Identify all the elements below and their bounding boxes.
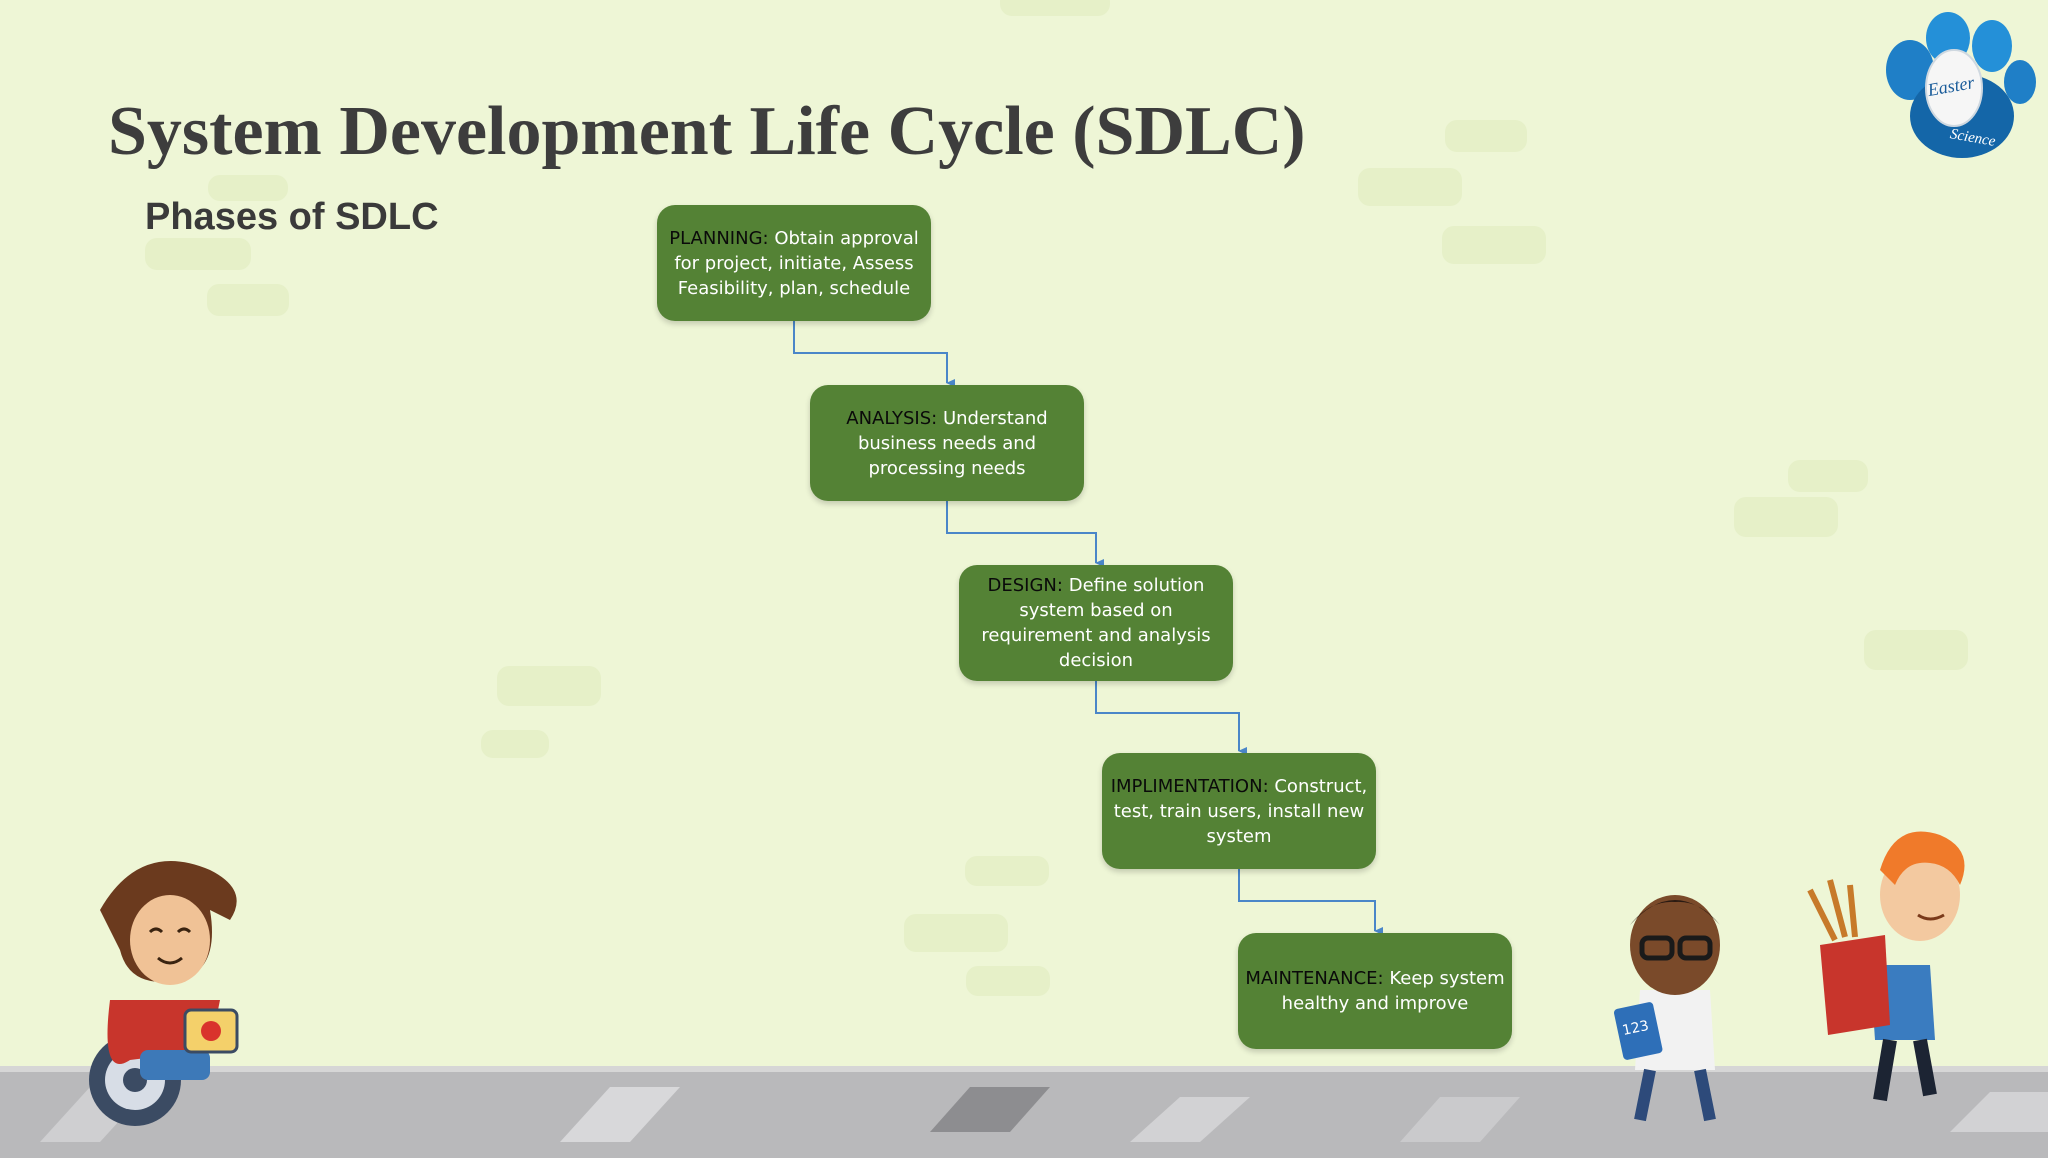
connector-design-implementation	[1095, 681, 1247, 755]
background-brick	[966, 966, 1050, 996]
phase-box-implementation: IMPLIMENTATION: Construct, test, train u…	[1102, 753, 1376, 869]
background-brick	[207, 284, 289, 316]
paw-toe	[1886, 40, 1934, 100]
background-brick	[1734, 497, 1838, 537]
phase-keyword: IMPLIMENTATION	[1110, 775, 1263, 797]
background-brick	[965, 856, 1049, 886]
connector-planning-analysis	[793, 321, 955, 387]
phase-box-analysis: ANALYSIS: Understand business needs and …	[810, 385, 1084, 501]
boy-with-backpack-illustration	[1807, 831, 1965, 1102]
phase-box-planning: PLANNING: Obtain approval for project, i…	[657, 205, 931, 321]
phase-separator: :	[931, 407, 938, 429]
phase-label-maintenance: MAINTENANCE: Keep system healthy and imp…	[1242, 966, 1508, 1016]
book-label: 123	[1621, 1018, 1650, 1039]
boy-with-book-illustration: 123	[1613, 895, 1720, 1122]
background-brick	[481, 730, 549, 758]
phase-keyword: ANALYSIS	[846, 407, 932, 429]
background-brick	[1358, 168, 1462, 206]
girl-wheelchair-illustration	[89, 861, 239, 1126]
phase-keyword: MAINTENANCE	[1245, 968, 1378, 989]
background-brick	[145, 238, 251, 270]
background-brick	[1788, 460, 1868, 492]
phase-description: Keep system healthy and improve	[1281, 968, 1505, 1014]
background-brick	[904, 914, 1008, 952]
paw-toe	[2004, 60, 2036, 104]
phase-separator: :	[1056, 575, 1063, 596]
phase-label-planning: PLANNING: Obtain approval for project, i…	[661, 226, 927, 301]
connector-implementation-maintenance	[1238, 869, 1383, 935]
background-brick	[1445, 120, 1527, 152]
phase-separator: :	[762, 227, 769, 249]
phase-label-analysis: ANALYSIS: Understand business needs and …	[814, 406, 1080, 481]
logo-text-science: Science	[1949, 126, 1997, 150]
slide-subtitle: Phases of SDLC	[145, 196, 439, 238]
connector-analysis-design	[946, 501, 1104, 567]
phase-label-design: DESIGN: Define solution system based on …	[963, 573, 1229, 673]
background-brick	[208, 175, 288, 201]
phase-description: Define solution system based on requirem…	[981, 575, 1211, 671]
phase-separator: :	[1377, 968, 1384, 989]
background-brick	[1442, 226, 1546, 264]
background-brick	[1000, 0, 1110, 16]
phase-box-design: DESIGN: Define solution system based on …	[959, 565, 1233, 681]
phase-keyword: DESIGN	[987, 575, 1057, 596]
phase-separator: :	[1262, 775, 1269, 797]
easter-science-logo: Easter Science	[1886, 12, 2036, 158]
background-brick	[497, 666, 601, 706]
egg-shape	[1925, 49, 1983, 127]
phase-description: Obtain approval for project, initiate, A…	[674, 227, 919, 299]
background-brick	[1864, 630, 1968, 670]
slide-title: System Development Life Cycle (SDLC)	[108, 93, 1306, 170]
phase-description: Construct, test, train users, install ne…	[1113, 775, 1368, 847]
phase-label-implementation: IMPLIMENTATION: Construct, test, train u…	[1106, 774, 1372, 849]
phase-box-maintenance: MAINTENANCE: Keep system healthy and imp…	[1238, 933, 1512, 1049]
phase-description: Understand business needs and processing…	[857, 407, 1048, 479]
paw-toe	[1972, 20, 2012, 72]
phase-keyword: PLANNING	[669, 227, 763, 249]
